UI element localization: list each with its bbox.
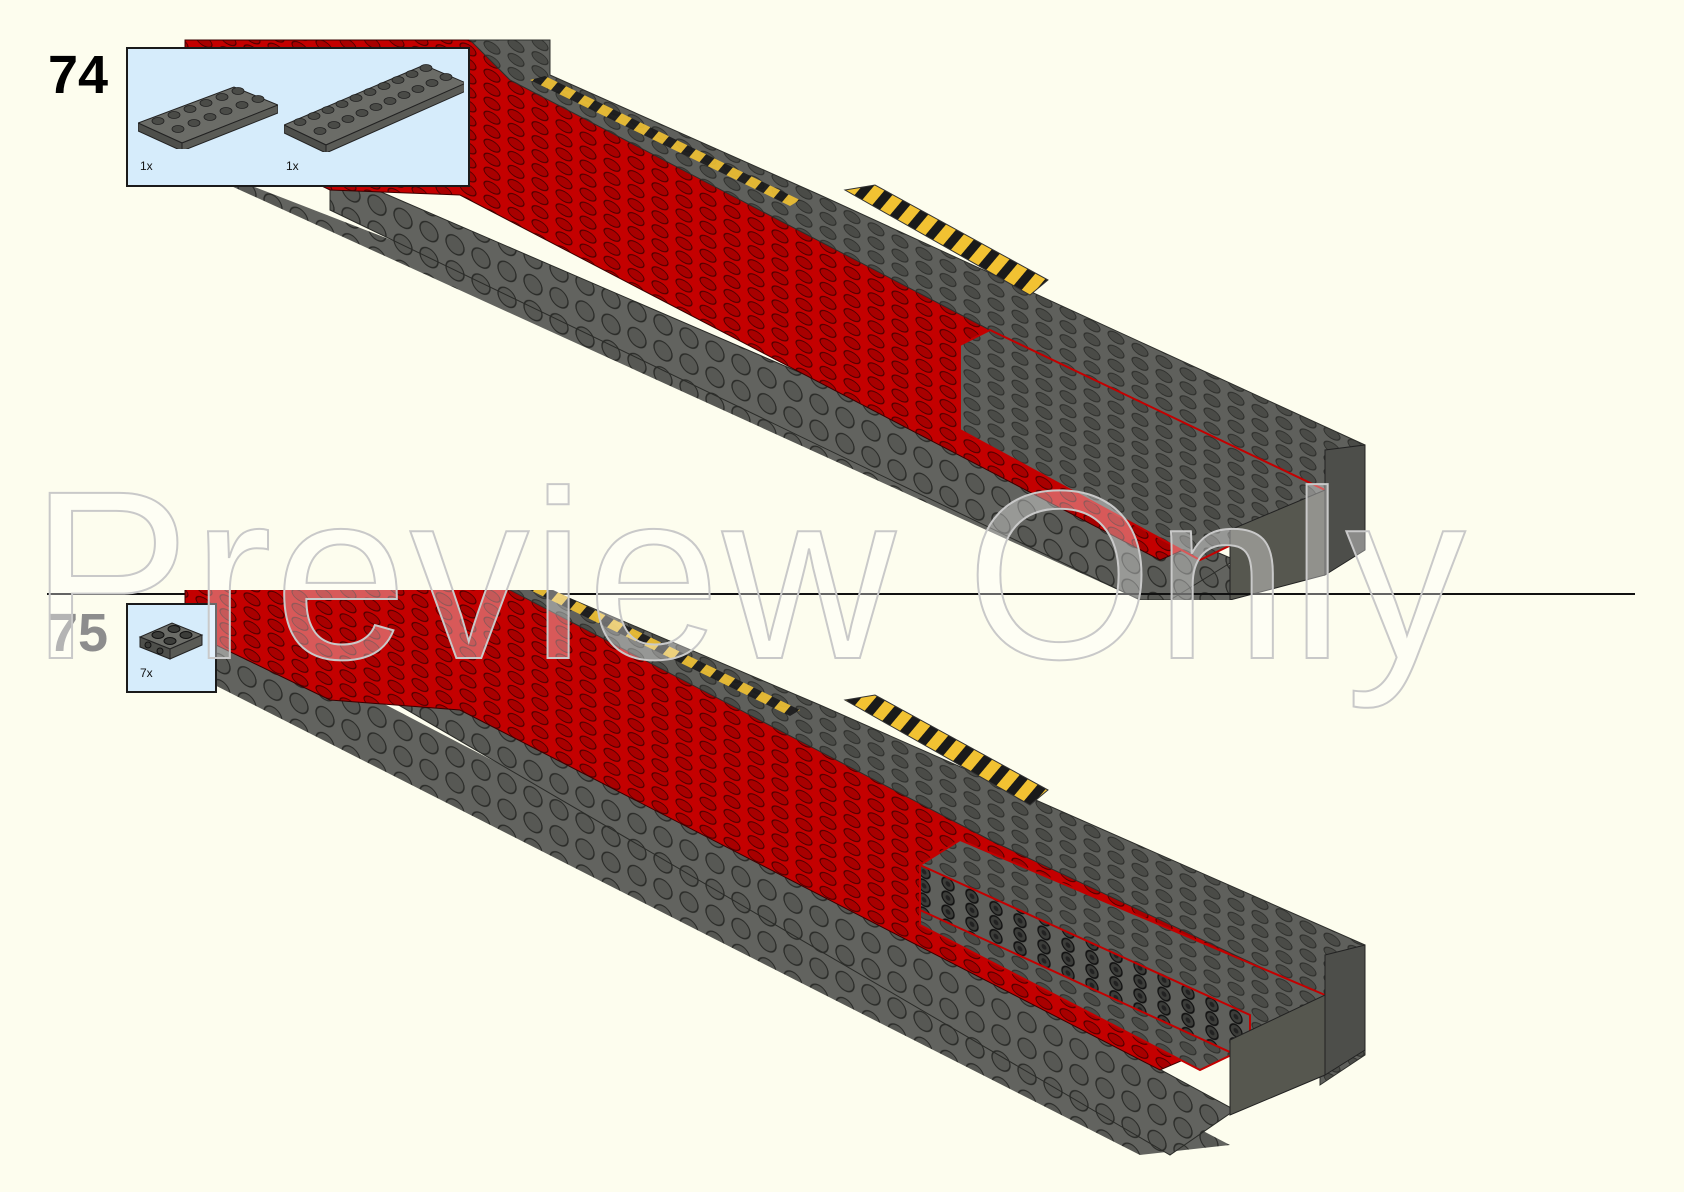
parts-list-box: 7x (126, 603, 217, 693)
part-qty: 1x (286, 159, 299, 173)
model-gray-rail (509, 590, 1366, 1086)
step-number: 74 (48, 45, 109, 105)
step-75-model (184, 590, 1366, 1156)
dark-gray-plate-2x10-icon (284, 64, 464, 152)
dark-gray-plate-2x6-icon (138, 86, 278, 149)
dark-gray-plate-2x2-icon (138, 622, 204, 660)
step-number: 75 (48, 603, 109, 663)
model-hazard-tile (843, 184, 1049, 296)
part-qty: 1x (140, 159, 153, 173)
step-74-model (184, 39, 1366, 600)
part-qty: 7x (140, 666, 153, 680)
model-hazard-tile (843, 694, 1049, 806)
step-divider (47, 593, 1635, 595)
parts-list-box: 1x 1x (126, 47, 470, 187)
